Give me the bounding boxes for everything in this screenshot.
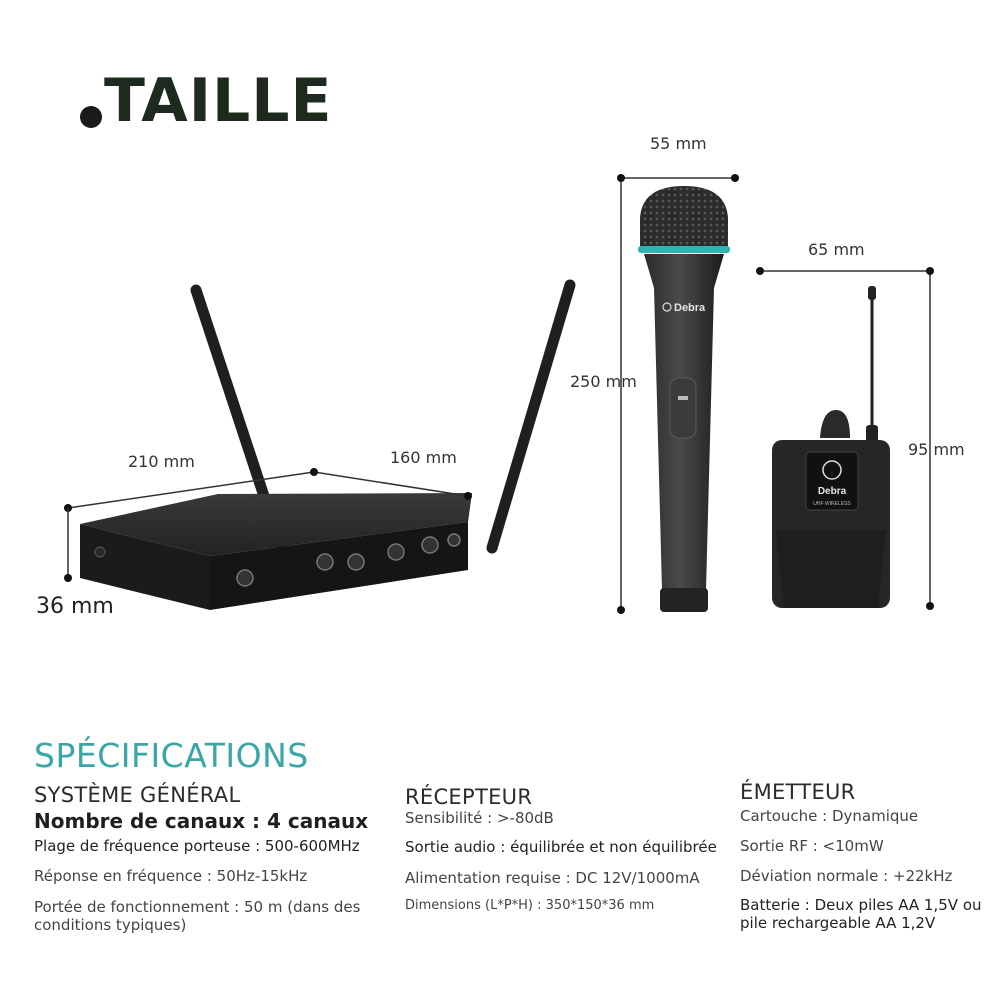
title-bullet bbox=[80, 106, 102, 128]
general-carrier: Plage de fréquence porteuse : 500-600MHz bbox=[34, 837, 360, 855]
general-channels: Nombre de canaux : 4 canaux bbox=[34, 809, 369, 833]
receiver-width-label: 210 mm bbox=[128, 452, 195, 471]
specifications-title: SPÉCIFICATIONS bbox=[34, 736, 309, 775]
transmitter-battery: Batterie : Deux piles AA 1,5V ou pile re… bbox=[740, 896, 982, 932]
transmitter-cartridge: Cartouche : Dynamique bbox=[740, 807, 919, 825]
mic-brand-label: Debra bbox=[674, 302, 706, 314]
receiver-depth-label: 160 mm bbox=[390, 448, 457, 467]
bodypack-sub-label: UHF WIRELESS bbox=[813, 501, 851, 507]
receiver-heading: RÉCEPTEUR bbox=[405, 785, 533, 809]
page-title: TAILLE bbox=[104, 66, 333, 136]
bodypack-transmitter: Debra UHF WIRELESS bbox=[756, 267, 934, 610]
mic-width-label: 55 mm bbox=[650, 134, 707, 153]
receiver-output: Sortie audio : équilibrée et non équilib… bbox=[405, 838, 717, 856]
handheld-microphone: Debra bbox=[617, 174, 739, 614]
transmitter-heading: ÉMETTEUR bbox=[740, 780, 856, 804]
general-response: Réponse en fréquence : 50Hz-15kHz bbox=[34, 867, 308, 885]
receiver-antenna-right bbox=[486, 279, 576, 554]
transmitter-rf-output: Sortie RF : <10mW bbox=[740, 837, 884, 855]
receiver-power: Alimentation requise : DC 12V/1000mA bbox=[405, 869, 700, 887]
general-range: Portée de fonctionnement : 50 m (dans de… bbox=[34, 898, 361, 934]
product-illustration: Debra Debra UHF WIRELESS bbox=[64, 174, 934, 614]
bodypack-height-label: 95 mm bbox=[908, 440, 965, 459]
receiver-height-label: 36 mm bbox=[36, 594, 114, 619]
receiver-sensitivity: Sensibilité : >-80dB bbox=[405, 809, 554, 827]
mic-height-label: 250 mm bbox=[570, 372, 637, 391]
receiver-unit bbox=[64, 279, 576, 610]
bodypack-brand-label: Debra bbox=[818, 486, 847, 497]
general-heading: SYSTÈME GÉNÉRAL bbox=[34, 783, 241, 807]
receiver-dimensions: Dimensions (L*P*H) : 350*150*36 mm bbox=[405, 898, 655, 913]
transmitter-deviation: Déviation normale : +22kHz bbox=[740, 867, 953, 885]
bodypack-width-label: 65 mm bbox=[808, 240, 865, 259]
